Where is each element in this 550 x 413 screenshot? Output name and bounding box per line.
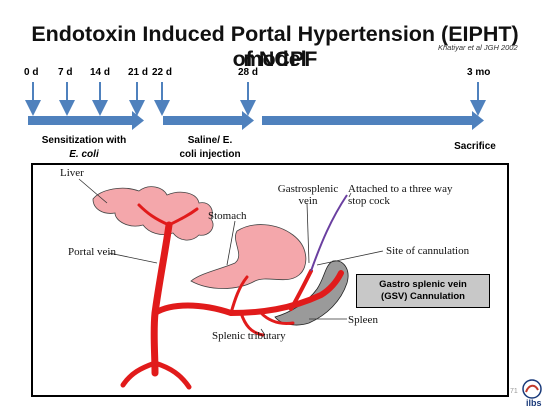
spleen-label: Spleen — [348, 314, 378, 326]
saline-line2: coli injection — [179, 149, 241, 160]
slide-title-line1: Endotoxin Induced Portal Hypertension (E… — [31, 22, 519, 71]
left-inferior-branch — [120, 360, 158, 388]
saline-label: Saline/ E. coli injection — [165, 134, 255, 162]
sacrifice-phase-arrow — [262, 111, 484, 130]
portal-vein-label: Portal vein — [68, 246, 116, 258]
stopcock-line1: Attached to a three way — [348, 183, 453, 195]
gastrosplenic-line1: Gastrosplenic — [277, 183, 339, 195]
day-label-21: 21 d — [128, 67, 149, 78]
day-label-7: 7 d — [58, 67, 73, 78]
liver-shape — [92, 186, 214, 241]
gsv-callout-line2: (GSV) Cannulation — [381, 291, 465, 302]
gastrosplenic-line2: vein — [298, 195, 318, 207]
cannulation-site-label: Site of cannulation — [386, 245, 470, 257]
liver-label: Liver — [60, 167, 84, 179]
portal-vein-branch — [152, 302, 234, 316]
portal-anatomy-illustration — [78, 178, 384, 390]
splenic-tributary-1 — [259, 311, 295, 325]
stopcock-line2: stop cock — [348, 195, 390, 207]
page-number: 71 — [510, 388, 518, 395]
stopcock-label: Attached to a three way stop cock — [348, 183, 452, 207]
saline-line1: Saline/ E. — [187, 135, 233, 146]
liver-branch-2 — [167, 207, 199, 227]
day-label-28: 28 d — [238, 67, 259, 78]
sacrifice-label: Sacrifice — [454, 141, 496, 152]
sensitization-line1: Sensitization with — [41, 135, 127, 146]
catheter-line — [310, 194, 348, 272]
day-label-0: 0 d — [24, 67, 39, 78]
day-label-14: 14 d — [90, 67, 111, 78]
label-pointer-lines — [78, 178, 384, 336]
day-label-3mo: 3 mo — [467, 67, 491, 78]
splenic-tributary-label: Splenic tributary — [212, 330, 286, 342]
stomach-label: Stomach — [208, 210, 247, 222]
timeline-arrows — [25, 82, 486, 130]
saline-phase-arrow — [163, 111, 254, 130]
portal-vein-trunk — [150, 221, 173, 377]
day-marker-arrows — [25, 82, 486, 116]
splenic-tributary-2 — [239, 311, 265, 337]
ilbs-logo-icon — [522, 379, 542, 399]
slide-title-line2: of NCPF — [232, 47, 318, 71]
gastrosplenic-label: Gastrosplenic vein — [268, 183, 348, 207]
venous-network — [120, 203, 344, 390]
liver-branch-1 — [137, 203, 171, 227]
ilbs-logo-text: ilbs — [526, 398, 542, 408]
reference-citation: Khatiyar et al JGH 2002 — [438, 43, 518, 52]
sensitization-phase-arrow — [28, 111, 144, 130]
gastrosplenic-vein — [289, 269, 313, 311]
splenic-vein — [228, 270, 344, 316]
sensitization-line2: E. coli — [69, 149, 99, 160]
gsv-callout-line1: Gastro splenic vein — [379, 279, 467, 290]
right-inferior-branch — [152, 360, 192, 390]
anatomy-diagram-frame — [31, 163, 509, 397]
day-label-22: 22 d — [152, 67, 173, 78]
gsv-cannulation-callout: Gastro splenic vein (GSV) Cannulation — [356, 274, 490, 308]
gastric-branch — [229, 275, 249, 315]
sensitization-label: Sensitization with E. coli — [20, 134, 148, 162]
stomach-shape — [190, 224, 307, 289]
